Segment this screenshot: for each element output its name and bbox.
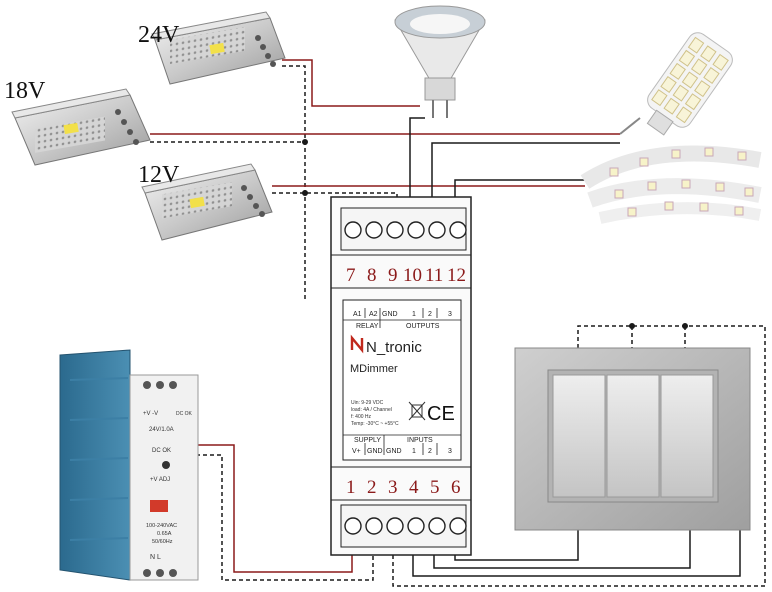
spec-line-1: load: 4A / Channel [351,407,392,413]
wire-input2 [433,500,691,569]
label-in-1: 1 [412,448,416,455]
label-gnd-bottom-2: GND [386,448,402,455]
psu-24v-label: 24V [138,22,180,48]
led-strip-icon [580,145,762,224]
din-psu-terminal-bottom: N L [150,554,161,561]
switch-rocker-3 [660,374,714,498]
label-a1: A1 [353,311,362,318]
label-out-1: 1 [412,311,416,318]
psu-12v-label: 12V [138,162,180,188]
terminal-number-11: 11 [425,265,443,286]
weee-bin-icon [408,401,426,421]
wire-din-gnd [196,454,374,581]
wire-24v-gnd [282,65,306,300]
label-in-2: 2 [428,448,432,455]
terminal-number-6: 6 [451,477,461,498]
led-bulb-icon [619,32,733,136]
terminal-number-3: 3 [388,477,398,498]
label-gnd-bottom-1: GND [367,448,383,455]
label-relay: RELAY [356,323,379,330]
spec-line-3: Temp: -30°C ~ +55°C [351,421,399,427]
halogen-bulb-icon [394,5,486,118]
brand-name: N_tronic [366,339,422,356]
terminal-number-5: 5 [430,477,440,498]
terminal-number-1: 1 [346,477,356,498]
n-tronic-logo-icon [350,334,364,354]
terminal-number-7: 7 [346,265,356,286]
label-out-2: 2 [428,311,432,318]
label-gnd-top: GND [382,311,398,318]
label-v-plus: V+ [352,448,361,455]
din-psu-rating: 24V/1.0A [149,427,174,433]
label-outputs: OUTPUTS [406,323,440,330]
terminal-number-10: 10 [403,265,422,286]
label-inputs: INPUTS [407,437,433,444]
psu-24v [151,11,286,85]
spec-line-0: Uin: 9-29 VDC [351,400,384,406]
terminal-number-8: 8 [367,265,377,286]
din-psu-input-spec-0: 100-240VAC [146,523,177,529]
wall-switch [514,347,751,531]
model-name: MDimmer [350,363,398,375]
switch-rocker-1 [552,374,606,498]
top-terminal-screws [344,221,467,239]
din-psu-input-spec-2: 50/60Hz [152,539,173,545]
terminal-number-4: 4 [409,477,419,498]
wire-switch-common [392,325,766,587]
terminal-number-12: 12 [447,265,466,286]
psu-12v [141,163,273,241]
spec-line-2: f: 400 Hz [351,414,372,420]
ce-mark-icon: CE [427,403,455,425]
din-psu [59,349,199,581]
terminal-number-9: 9 [388,265,398,286]
din-psu-input-spec-1: 0.65A [157,531,172,537]
wire-out1 [409,117,425,205]
label-out-3: 3 [448,311,452,318]
psu-18v [11,88,151,166]
terminal-number-2: 2 [367,477,377,498]
dimmer-module: CE [330,196,472,556]
junction-dots [302,139,688,329]
din-psu-adj: +V ADJ [150,477,170,483]
wires [150,59,766,587]
switch-rocker-2 [606,374,660,498]
din-psu-dc-ok: DC OK [152,448,171,454]
psu-18v-label: 18V [4,78,46,104]
label-a2: A2 [369,311,378,318]
wire-input1 [412,500,741,577]
label-supply: SUPPLY [354,437,381,444]
wire-out2 [431,142,620,205]
svg-text:CE: CE [427,403,455,425]
label-in-3: 3 [448,448,452,455]
wire-din-positive [196,444,353,573]
wire-24v-positive [282,59,420,107]
din-psu-dc-ok-top: DC OK [176,411,193,417]
din-psu-terminal-top: +V -V [143,411,158,417]
bottom-terminal-screws [344,517,467,535]
wire-out3 [454,179,585,205]
